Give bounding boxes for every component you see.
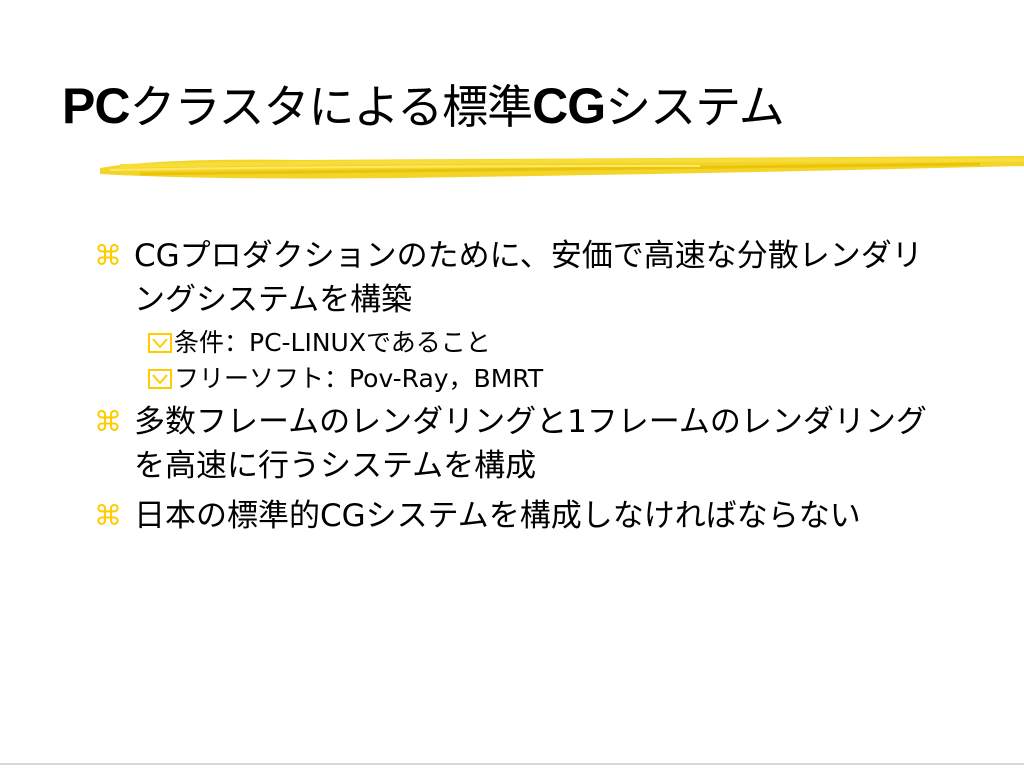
sub-bullet-text: フリーソフト：Pov-Ray，BMRT	[174, 364, 544, 393]
title-part-cg: CG	[532, 78, 606, 134]
bullet-item-3: ⌘ 日本の標準的CGシステムを構成しなければならない	[94, 494, 974, 538]
title-underline-brush	[100, 156, 1024, 179]
slide-bottom-divider	[0, 763, 1024, 765]
bullet-item-1: ⌘ CGプロダクションのために、安価で高速な分散レンダリングシステムを構築	[94, 234, 974, 322]
checkbox-icon	[148, 369, 174, 391]
command-icon: ⌘	[94, 499, 122, 532]
sub-bullet-item-1: 条件：PC-LINUXであること	[94, 324, 974, 362]
title-part-cluster: クラスタによる標準	[129, 80, 533, 134]
bullet-item-text: CGプロダクションのために、安価で高速な分散レンダリングシステムを構築	[134, 238, 923, 318]
title-part-system: システム	[605, 80, 785, 134]
bullet-item-2: ⌘ 多数フレームのレンダリングと1フレームのレンダリングを高速に行うシステムを構…	[94, 400, 974, 488]
slide-title: PCクラスタによる標準CGシステム	[62, 78, 785, 135]
command-icon: ⌘	[94, 239, 122, 272]
slide-body: ⌘ CGプロダクションのために、安価で高速な分散レンダリングシステムを構築 条件…	[94, 234, 974, 544]
sub-bullet-text: 条件：PC-LINUXであること	[174, 328, 491, 357]
bullet-item-text: 日本の標準的CGシステムを構成しなければならない	[134, 498, 861, 534]
bullet-item-text: 多数フレームのレンダリングと1フレームのレンダリングを高速に行うシステムを構成	[134, 404, 927, 484]
checkbox-icon	[148, 333, 174, 355]
title-part-pc: PC	[62, 78, 130, 134]
command-icon: ⌘	[94, 405, 122, 438]
sub-bullet-item-2: フリーソフト：Pov-Ray，BMRT	[94, 360, 974, 398]
